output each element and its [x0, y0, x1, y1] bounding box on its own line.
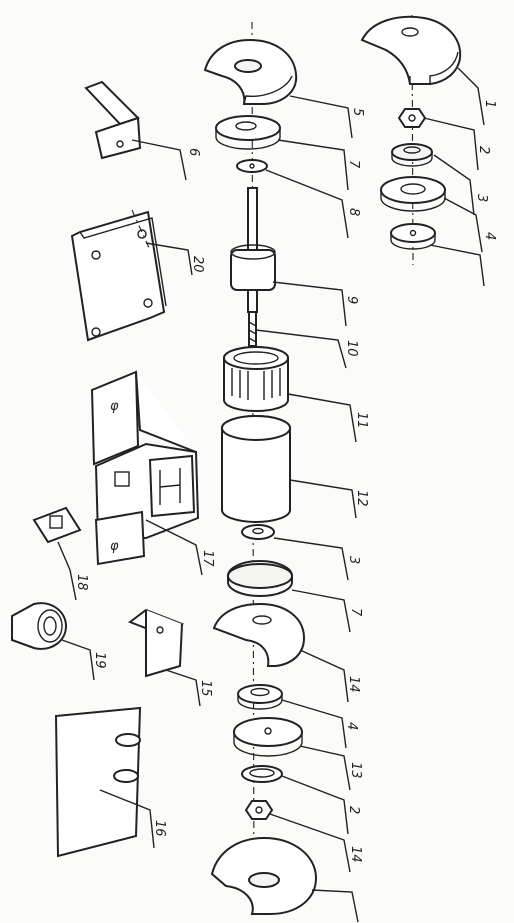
callout-label: 18	[74, 574, 89, 591]
part-2-nut-lower	[244, 800, 274, 820]
callout-label: 10	[344, 340, 359, 357]
callout-labels: 1 2 3 4 5 6 7 8 9 10 11 12 3 7 14 4 13 2…	[74, 100, 497, 863]
callout-label: 16	[152, 820, 167, 837]
callout-label: 8	[346, 208, 361, 216]
callout-label: 7	[346, 160, 361, 169]
part-6-bracket	[84, 80, 142, 160]
part-9-shaft-rotor	[230, 187, 276, 313]
callout-label: 4	[344, 722, 359, 730]
callout-label: 14	[346, 676, 361, 693]
part-8-small-washer	[236, 159, 268, 173]
part-14-guard-bottom	[210, 836, 318, 915]
callout-label: 15	[198, 680, 213, 697]
callout-label: 2	[476, 146, 491, 154]
part-10-shaft-end	[248, 311, 257, 347]
callout-label: 20	[190, 256, 205, 273]
callout-label: 4	[482, 232, 497, 240]
leader-lines	[57, 67, 485, 923]
callout-label: 11	[354, 412, 369, 429]
part-4-disc	[390, 223, 436, 250]
part-18-small-block	[32, 506, 82, 544]
callout-label: 14	[348, 846, 363, 863]
part-7-washer-small	[391, 143, 433, 167]
callout-label: 5	[350, 108, 365, 116]
part-13-ring	[241, 765, 283, 783]
part-15-angle-bracket	[127, 608, 185, 678]
callout-label: 19	[92, 652, 107, 669]
part-19-cup	[11, 602, 68, 650]
part-17-frame: φ φ	[90, 370, 200, 566]
callout-label: 3	[474, 194, 489, 202]
callout-label: 7	[348, 608, 363, 617]
svg-text:φ: φ	[110, 399, 119, 414]
part-3-flange	[380, 176, 446, 212]
callout-label: 12	[354, 490, 369, 507]
part-16-plate	[54, 706, 142, 858]
part-20-plate	[70, 209, 167, 342]
part-5-guard-top	[203, 38, 298, 105]
part-4-flange-lower	[237, 684, 283, 710]
callout-label: 13	[348, 762, 363, 779]
callout-label: 17	[200, 550, 215, 567]
callout-label: 9	[344, 296, 359, 304]
part-2-nut	[397, 108, 427, 128]
part-12-housing	[221, 415, 291, 523]
part-7-washer	[215, 115, 281, 150]
part-4-grinding-wheel	[233, 717, 303, 757]
callout-label: 1	[482, 100, 497, 108]
part-1-half-guard	[360, 15, 462, 85]
callout-label: 6	[186, 148, 201, 156]
callout-label: 2	[346, 806, 361, 814]
part-14-guard-middle	[212, 602, 306, 667]
part-3-washer-lower	[241, 524, 275, 540]
svg-text:φ: φ	[110, 539, 119, 554]
part-7-end-cap	[227, 560, 293, 597]
part-11-stator	[223, 346, 289, 412]
callout-label: 3	[346, 556, 361, 564]
